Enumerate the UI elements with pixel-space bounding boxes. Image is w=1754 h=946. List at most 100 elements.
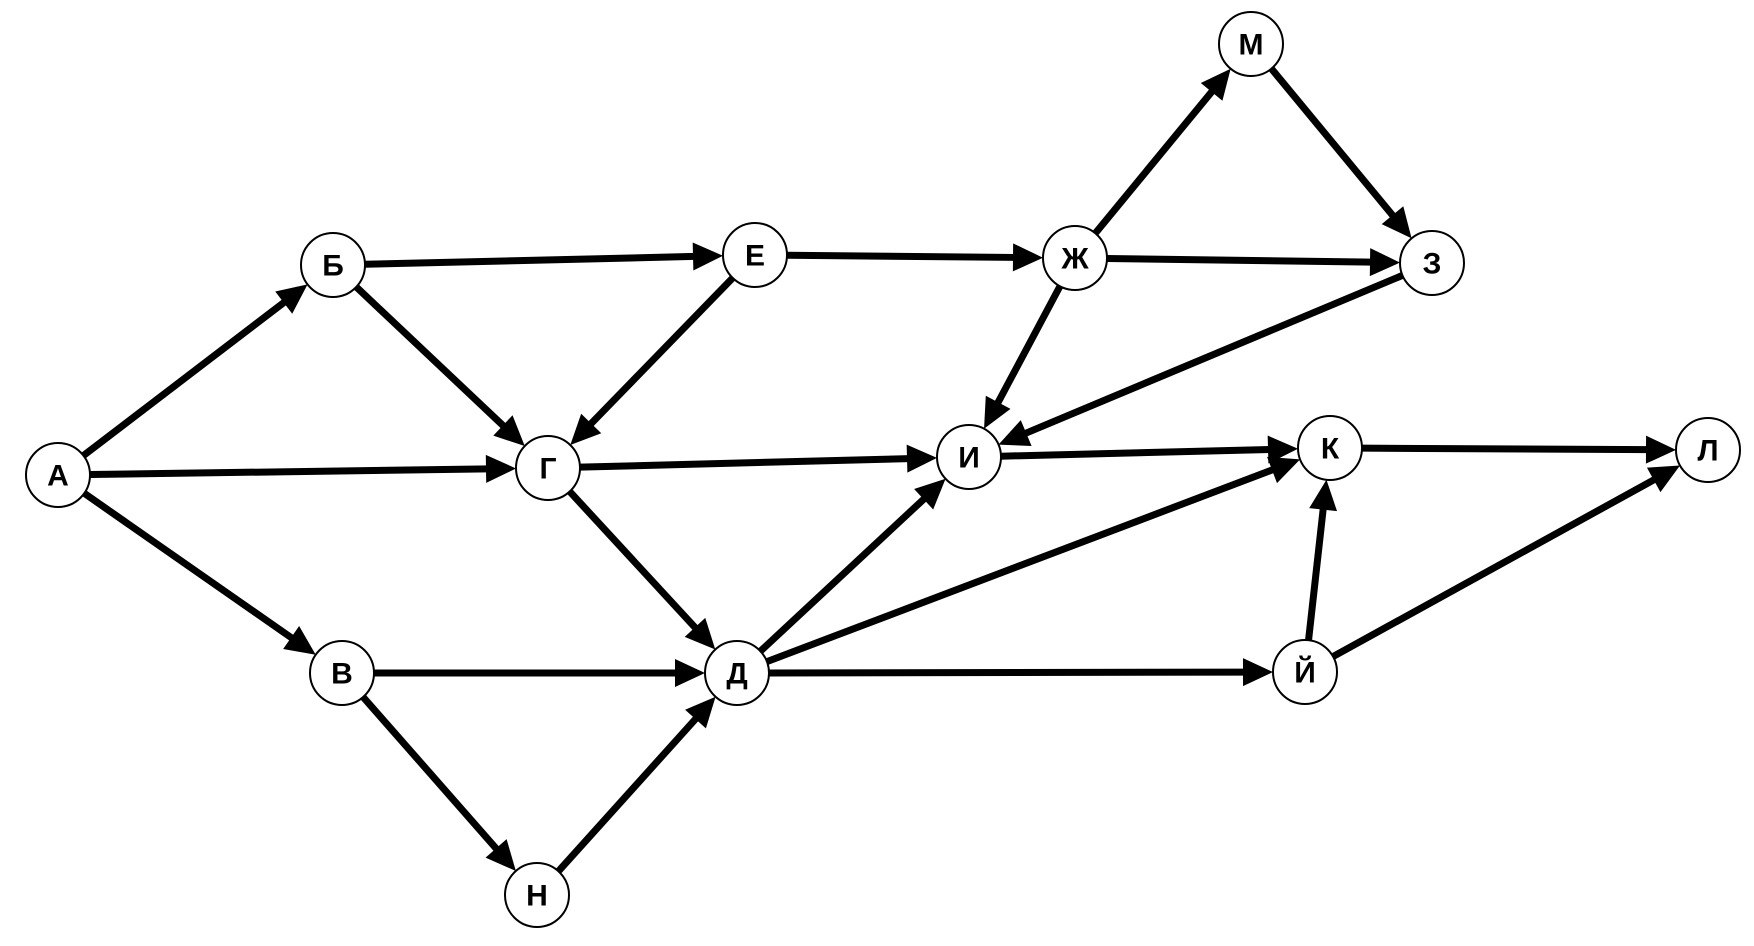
nodes-layer: А Б В Г Д Е Ж З И Й К Л М Н <box>25 11 1741 928</box>
arrowhead-icon <box>1267 456 1301 484</box>
node-V: В <box>309 640 375 706</box>
edge-line <box>81 298 288 459</box>
arrowhead-icon <box>485 839 516 871</box>
edge-line <box>579 455 910 471</box>
arrowhead-icon <box>1200 68 1231 101</box>
node-E: Е <box>722 222 788 288</box>
edge-line <box>360 694 501 853</box>
node-circle <box>309 640 375 706</box>
arrowhead-icon <box>485 454 517 483</box>
node-L: Л <box>1675 417 1741 483</box>
node-label: Б <box>322 250 344 283</box>
arrowhead-icon <box>984 395 1011 429</box>
node-I: И <box>936 424 1002 490</box>
edge-line <box>1022 272 1404 438</box>
edge-line <box>765 466 1276 665</box>
edge-Z-I <box>998 272 1404 446</box>
arrowhead-icon <box>1267 435 1299 464</box>
arrowhead-icon <box>1381 206 1412 239</box>
edge-line <box>555 715 700 874</box>
arrowhead-icon <box>685 696 716 729</box>
edge-line <box>567 489 699 632</box>
edge-line <box>89 465 489 479</box>
edge-E-Zh <box>786 243 1044 272</box>
node-circle <box>1675 417 1741 483</box>
arrowhead-icon <box>914 478 946 510</box>
node-circle <box>722 222 788 288</box>
arrowhead-icon <box>1645 435 1677 464</box>
node-label: И <box>958 442 980 475</box>
edge-G-I <box>579 444 938 473</box>
edge-A-G <box>89 454 517 483</box>
edge-line <box>82 490 295 642</box>
node-Y: Й <box>1272 639 1338 705</box>
node-circle <box>1218 11 1284 77</box>
node-label: В <box>331 658 353 691</box>
edge-Y-K <box>1305 479 1338 641</box>
edge-line <box>758 495 928 654</box>
arrowhead-icon <box>1242 658 1273 687</box>
node-M: М <box>1218 11 1284 77</box>
arrowhead-icon <box>692 242 724 271</box>
edge-line <box>1268 66 1397 219</box>
edge-N-D <box>555 696 716 874</box>
arrowhead-icon <box>1309 479 1338 512</box>
edge-B-G <box>353 284 525 447</box>
node-N: Н <box>504 862 570 928</box>
node-label: Е <box>745 240 765 273</box>
edge-line <box>1106 254 1373 266</box>
arrowhead-icon <box>906 444 938 473</box>
arrowhead-icon <box>1369 248 1401 277</box>
edge-B-E <box>364 242 724 271</box>
arrowhead-icon <box>675 659 705 687</box>
node-label: Л <box>1697 435 1718 468</box>
node-circle <box>300 232 366 298</box>
arrowhead-icon <box>1012 243 1044 272</box>
node-D: Д <box>704 640 770 706</box>
edge-D-I <box>758 478 946 654</box>
arrowhead-icon <box>275 284 308 314</box>
node-label: К <box>1321 433 1340 466</box>
node-label: Ж <box>1060 243 1089 276</box>
arrowhead-icon <box>684 617 716 650</box>
edge-A-V <box>82 490 316 655</box>
edge-V-D <box>374 659 705 687</box>
node-Zh: Ж <box>1042 225 1108 291</box>
arrowhead-icon <box>1646 465 1680 493</box>
edge-line <box>1000 445 1271 460</box>
edge-line <box>364 252 696 268</box>
node-label: Д <box>726 658 747 691</box>
node-circle <box>936 424 1002 490</box>
edge-line <box>587 275 736 428</box>
edge-Zh-M <box>1092 68 1231 236</box>
edges-layer <box>81 66 1680 874</box>
edge-M-Z <box>1268 66 1412 239</box>
node-circle <box>515 435 581 501</box>
edge-I-K <box>1000 435 1299 464</box>
node-A: А <box>25 442 91 508</box>
node-G: Г <box>515 435 581 501</box>
node-label: Г <box>539 453 556 486</box>
edge-line <box>353 284 507 430</box>
edge-line <box>1305 507 1327 641</box>
edge-Zh-Z <box>1106 248 1401 277</box>
node-K: К <box>1297 415 1363 481</box>
node-B: Б <box>300 232 366 298</box>
arrowhead-icon <box>493 415 525 447</box>
node-label: М <box>1239 29 1264 62</box>
node-label: З <box>1423 248 1442 281</box>
edge-Y-L <box>1331 465 1680 660</box>
arrowhead-icon <box>998 420 1032 446</box>
node-circle <box>704 640 770 706</box>
node-circle <box>1042 225 1108 291</box>
arrowhead-icon <box>570 413 602 446</box>
node-label: Н <box>526 880 548 913</box>
arrowhead-icon <box>283 626 316 655</box>
edge-line <box>994 284 1064 406</box>
edge-A-B <box>81 284 308 459</box>
edge-K-L <box>1361 435 1677 464</box>
edge-E-G <box>570 275 736 446</box>
node-circle <box>1399 230 1465 296</box>
node-label: Й <box>1294 656 1316 690</box>
